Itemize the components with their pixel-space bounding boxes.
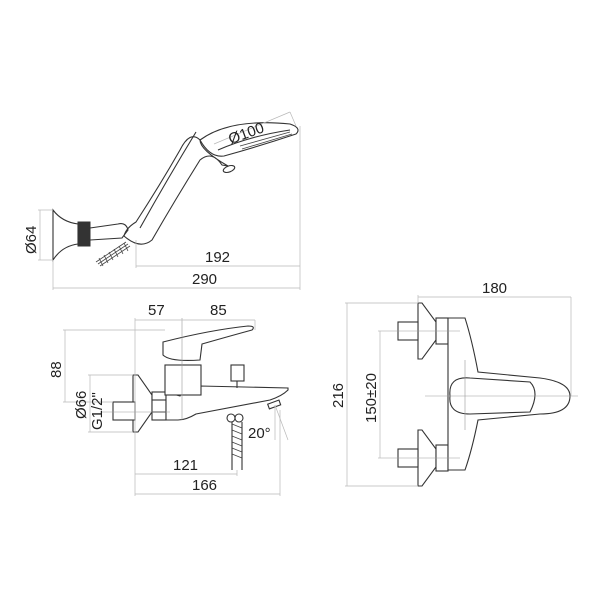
dim-angle: 20° [248,425,271,442]
dim-overall-length: 290 [192,271,217,288]
shower-handle [123,136,229,245]
mixer-side-view: 57 85 88 Ø66 G1/2" 20° 121 166 [48,302,289,496]
holder-ring [77,221,91,247]
dim-thread: G1/2" [89,392,106,430]
dim-57: 57 [148,302,165,319]
dim-holder-diameter: Ø64 [23,226,40,254]
dim-180: 180 [482,280,507,297]
diverter-knob [230,364,245,382]
hand-shower-view: Ø100 Ø64 192 290 [23,111,301,290]
dim-line-head [213,111,291,145]
spray-selector [222,164,236,174]
hose [95,241,131,267]
dim-121: 121 [173,457,198,474]
spout-aerator [266,399,282,410]
dim-inlet-spacing: 150±20 [363,373,380,423]
wall-holder [52,208,79,262]
dim-88: 88 [48,361,65,378]
wall-flange [132,374,153,433]
head-face [217,129,291,151]
connection-nut [151,391,167,421]
holder-arm [89,223,129,241]
mixer-column [164,364,202,396]
dim-85: 85 [210,302,227,319]
mixer-lever [162,325,254,361]
mixer-body-top [447,317,571,471]
dim-166: 166 [192,477,217,494]
lever-top [449,377,536,415]
ext-line [289,111,297,127]
mixer-top-view: 180 216 150±20 [330,280,578,487]
handle-contour [139,131,197,229]
dim-216: 216 [330,383,347,408]
angle-line [274,404,289,441]
spray-nozzles [239,131,293,150]
hose-connection [226,413,244,470]
dim-length-192: 192 [205,249,230,266]
dim-flange-diameter: Ø66 [73,391,90,419]
eccentric-fitting [112,401,136,421]
